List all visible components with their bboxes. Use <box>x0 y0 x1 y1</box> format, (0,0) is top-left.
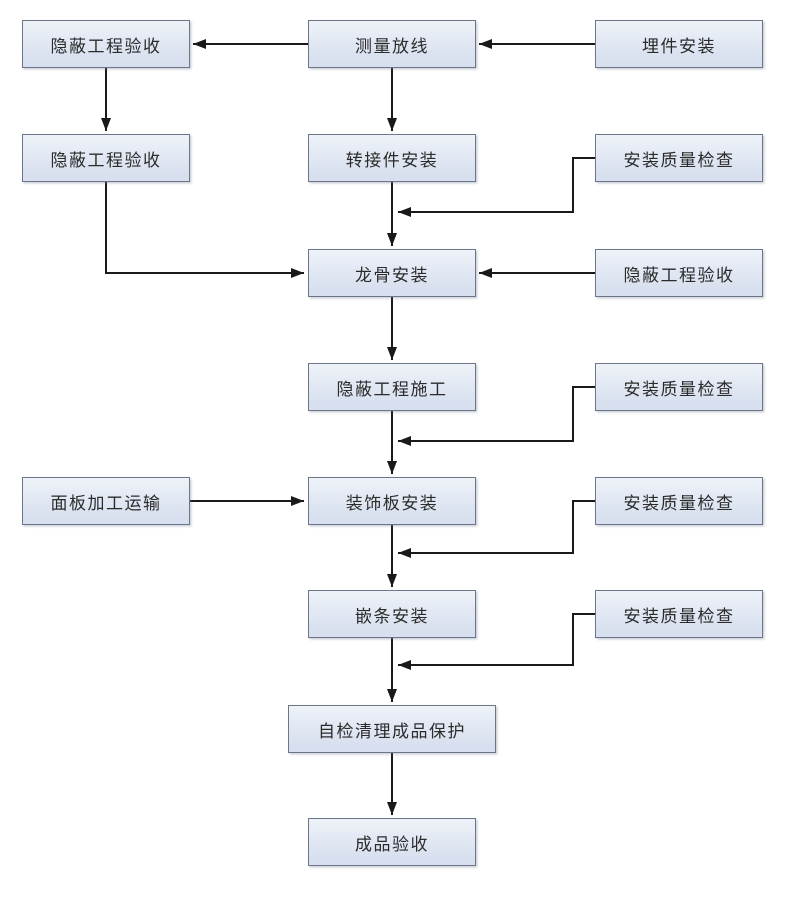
node-label: 自检清理成品保护 <box>318 721 466 742</box>
node-label: 隐蔽工程验收 <box>50 150 162 171</box>
flow-node-quality-check-2: 安装质量检查 <box>595 363 763 411</box>
arrow-qc4-elbow <box>398 613 595 670</box>
node-label: 成品验收 <box>355 834 429 855</box>
flow-node-hidden-acceptance-1: 隐蔽工程验收 <box>22 20 190 68</box>
flow-node-hidden-work-construction: 隐蔽工程施工 <box>308 363 476 411</box>
arrow-qc1-elbow <box>398 157 595 217</box>
flow-node-trim-strip-install: 嵌条安装 <box>308 590 476 638</box>
node-label: 转接件安装 <box>345 150 439 171</box>
node-label: 埋件安装 <box>642 36 716 57</box>
node-label: 安装质量检查 <box>623 493 735 514</box>
flow-node-finished-product-acceptance: 成品验收 <box>308 818 476 866</box>
flow-node-panel-processing-transport: 面板加工运输 <box>22 477 190 525</box>
node-label: 安装质量检查 <box>623 379 735 400</box>
node-label: 嵌条安装 <box>355 606 429 627</box>
node-label: 隐蔽工程验收 <box>623 265 735 286</box>
node-label: 测量放线 <box>355 36 429 57</box>
flow-node-keel-install: 龙骨安装 <box>308 249 476 297</box>
arrow-hidden2-to-keel <box>105 182 304 278</box>
flow-node-hidden-acceptance-2: 隐蔽工程验收 <box>22 134 190 182</box>
flow-node-decorative-panel-install: 装饰板安装 <box>308 477 476 525</box>
flow-node-measure-layout: 测量放线 <box>308 20 476 68</box>
node-label: 安装质量检查 <box>623 150 735 171</box>
arrow-qc2-elbow <box>398 386 595 446</box>
node-label: 面板加工运输 <box>50 493 162 514</box>
node-label: 隐蔽工程验收 <box>50 36 162 57</box>
node-label: 安装质量检查 <box>623 606 735 627</box>
node-label: 装饰板安装 <box>345 493 439 514</box>
flow-node-adapter-install: 转接件安装 <box>308 134 476 182</box>
arrow-qc3-elbow <box>398 500 595 558</box>
flow-node-quality-check-3: 安装质量检查 <box>595 477 763 525</box>
flow-node-self-check-cleanup-protection: 自检清理成品保护 <box>288 705 496 753</box>
node-label: 隐蔽工程施工 <box>336 379 448 400</box>
flow-node-quality-check-4: 安装质量检查 <box>595 590 763 638</box>
flow-node-hidden-acceptance-3: 隐蔽工程验收 <box>595 249 763 297</box>
flow-node-embed-install: 埋件安装 <box>595 20 763 68</box>
flow-node-quality-check-1: 安装质量检查 <box>595 134 763 182</box>
node-label: 龙骨安装 <box>355 265 429 286</box>
